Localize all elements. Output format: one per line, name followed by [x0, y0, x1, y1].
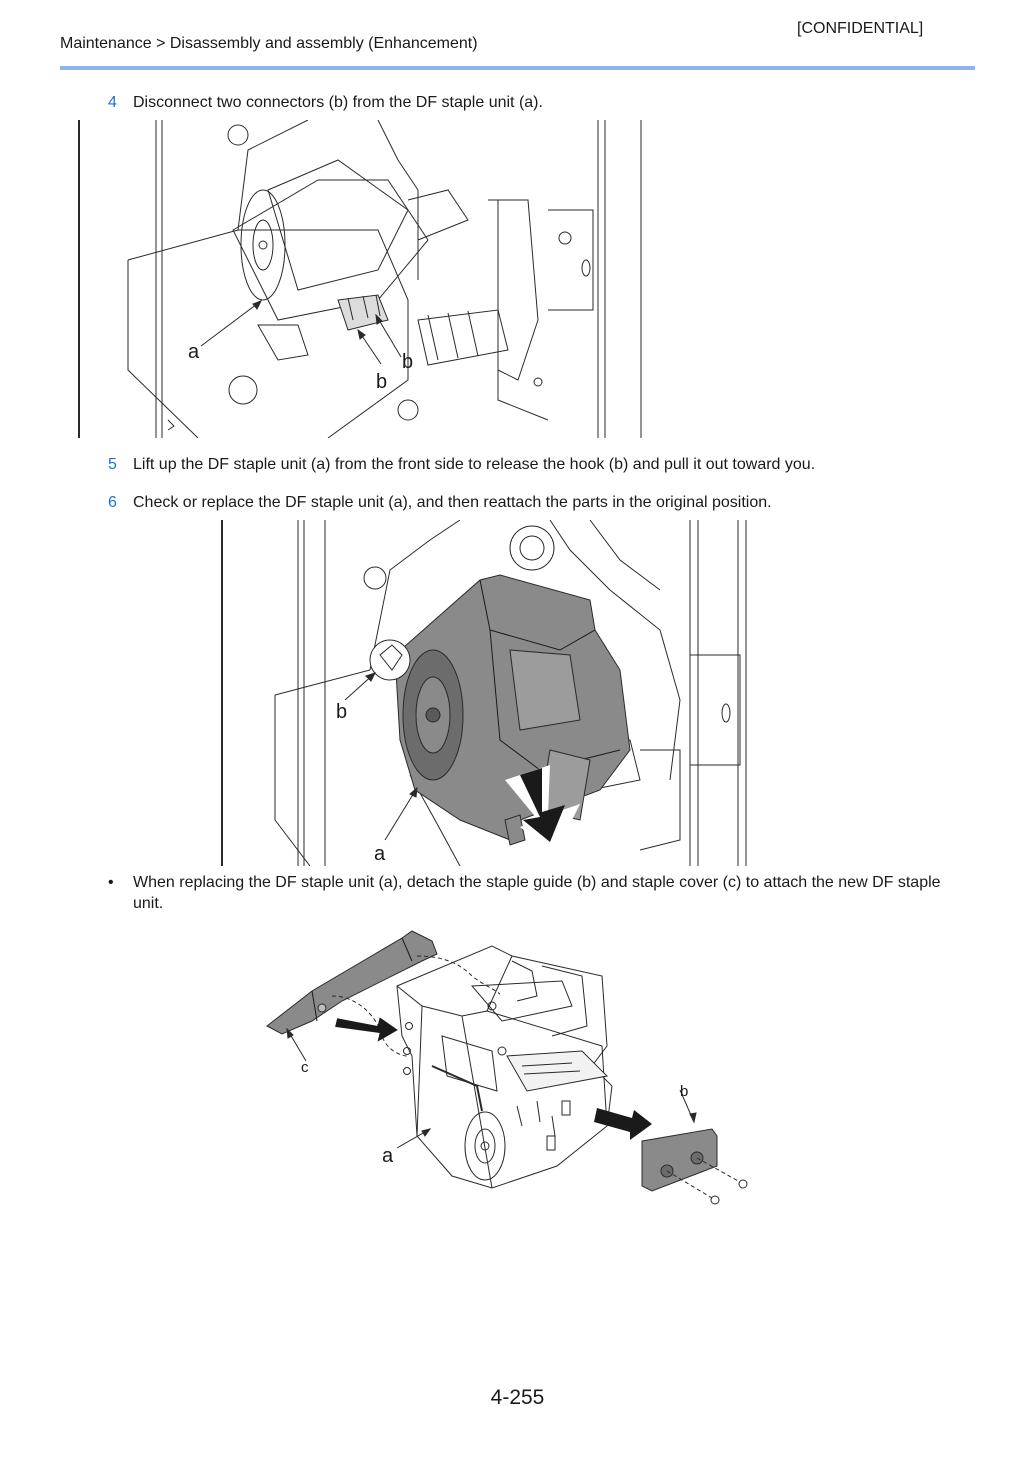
page-number: 4-255	[490, 1386, 545, 1409]
label-b: b	[376, 371, 387, 393]
label-a: a	[188, 341, 200, 363]
confidential-label: [CONFIDENTIAL]	[797, 20, 924, 37]
header-divider	[60, 66, 975, 70]
step-text: Lift up the DF staple unit (a) from the …	[133, 456, 816, 473]
label-a: a	[374, 843, 386, 865]
note-text: When replacing the DF staple unit (a), d…	[133, 874, 941, 912]
step-number: 4	[108, 94, 117, 111]
bullet-marker: •	[108, 874, 114, 891]
label-b: b	[336, 701, 347, 723]
figure-disconnect-connectors: a b b	[78, 120, 644, 438]
figure-staple-guide-cover: b a c	[262, 926, 762, 1210]
replacement-note: • When replacing the DF staple unit (a),…	[108, 872, 978, 916]
step-number: 5	[108, 456, 117, 473]
label-b: b	[680, 1083, 688, 1100]
breadcrumb: Maintenance > Disassembly and assembly (…	[60, 35, 478, 52]
step-number: 6	[108, 494, 117, 511]
label-c: c	[301, 1059, 309, 1076]
figure-remove-staple-unit: b a	[220, 520, 750, 866]
label-a: a	[382, 1145, 394, 1167]
step-6: 6 Check or replace the DF staple unit (a…	[108, 494, 988, 514]
step-text: Disconnect two connectors (b) from the D…	[133, 94, 543, 111]
step-text: Check or replace the DF staple unit (a),…	[133, 494, 772, 511]
label-b: b	[402, 351, 413, 373]
step-5: 5 Lift up the DF staple unit (a) from th…	[108, 456, 988, 476]
step-4: 4 Disconnect two connectors (b) from the…	[108, 94, 968, 114]
